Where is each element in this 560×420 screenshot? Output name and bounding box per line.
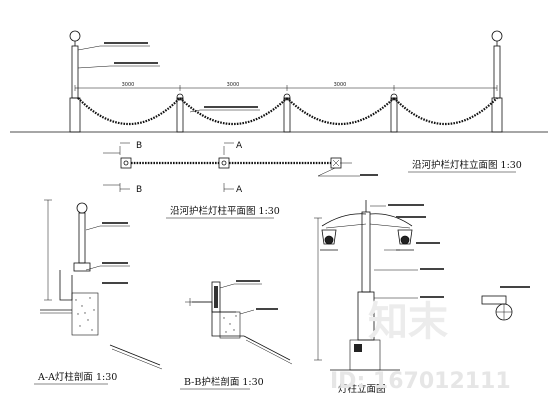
plan-title: 沿河护栏灯柱平面图 1:30 [170, 205, 280, 217]
dim-1: 3000 [122, 82, 135, 88]
watermark: 知末 ID: 167012111 [330, 299, 511, 394]
concrete-hatch-b [223, 315, 237, 333]
dim-3: 3000 [334, 82, 347, 88]
lamp-post-elevation [314, 200, 530, 371]
elevation-leaders [77, 45, 260, 113]
elevation-title: 沿河护栏灯柱立面图 1:30 [412, 159, 522, 171]
detail-bracket [481, 286, 530, 321]
concrete-hatch-a [75, 297, 95, 331]
plan-view [103, 142, 378, 192]
elevation-view: 3000 3000 3000 [10, 30, 548, 133]
watermark-logo: 知末 [368, 299, 448, 345]
section-b-view [185, 280, 293, 365]
bollards [176, 93, 398, 133]
dim-2: 3000 [227, 82, 240, 88]
section-a-title: A-A灯柱剖面 1:30 [37, 371, 117, 383]
elevation-dimensions [74, 85, 498, 91]
cut-label-b-top: B [136, 141, 142, 151]
lantern-left [320, 229, 338, 251]
elevation-notes [104, 42, 258, 108]
lamp-post-right [491, 30, 503, 133]
section-a-view [40, 199, 163, 370]
cut-label-a-bottom: A [236, 185, 243, 195]
lamp-notes [388, 204, 444, 298]
lantern-right [396, 229, 414, 251]
watermark-id: ID: 167012111 [330, 369, 511, 394]
cut-label-b-bottom: B [136, 185, 142, 195]
lamp-post-left [69, 30, 81, 133]
lamp-elevation-title: 灯柱立面图 [338, 383, 386, 395]
cut-label-a-top: A [236, 141, 243, 151]
section-b-title: B-B护栏剖面 1:30 [184, 376, 264, 388]
chains [77, 97, 498, 126]
